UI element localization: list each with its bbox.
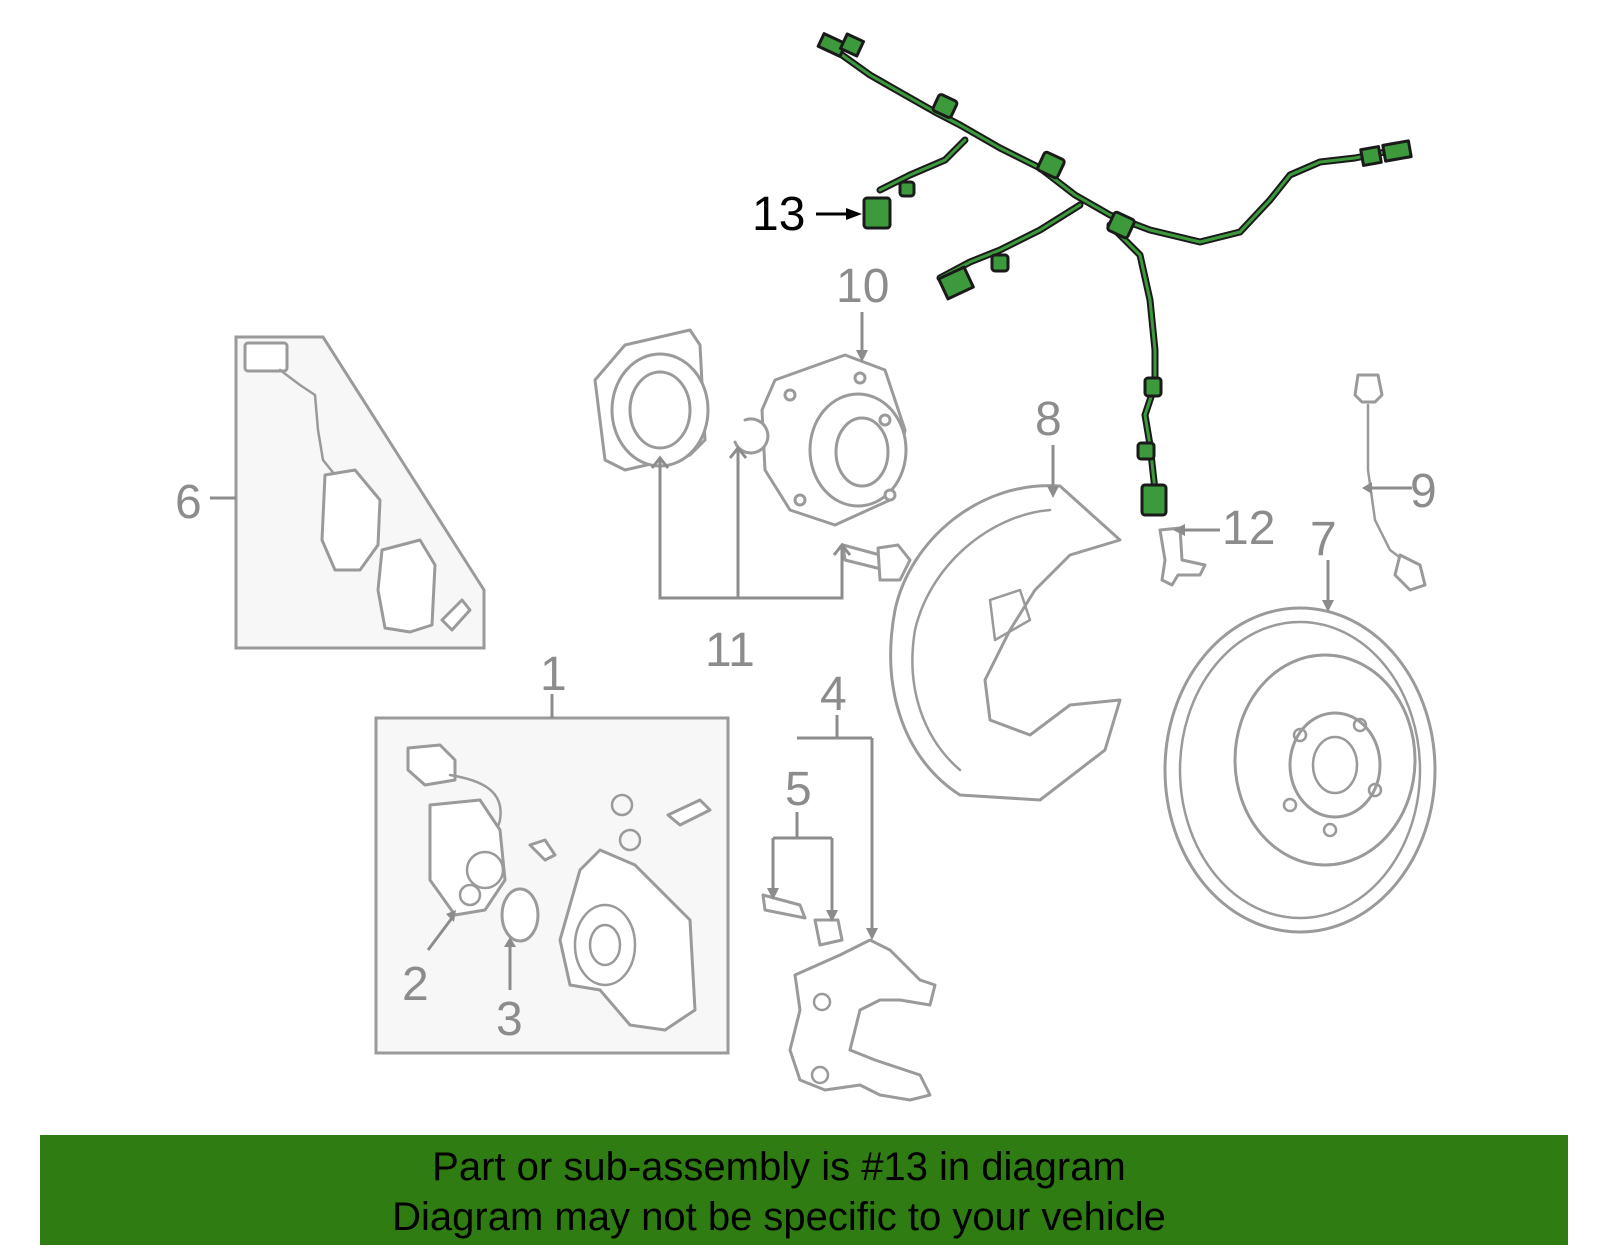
leader-arrowheads <box>446 350 1372 947</box>
wheel-hub-part-10[interactable] <box>593 328 908 527</box>
callout-6[interactable]: 6 <box>175 476 202 529</box>
banner-line-2: Diagram may not be specific to your vehi… <box>392 1195 1166 1239</box>
abs-sensor-part-12[interactable] <box>1158 526 1207 587</box>
callout-3[interactable]: 3 <box>496 993 523 1046</box>
wiring-harness-part-13[interactable] <box>816 32 1413 517</box>
leader-5 <box>771 812 834 912</box>
info-banner: Part or sub-assembly is #13 in diagram D… <box>40 1135 1568 1245</box>
callout-8[interactable]: 8 <box>1035 393 1062 446</box>
callout-12[interactable]: 12 <box>1222 502 1275 555</box>
brake-pad-set-part-6[interactable] <box>234 335 486 650</box>
callout-2[interactable]: 2 <box>402 958 429 1011</box>
callout-7[interactable]: 7 <box>1310 513 1337 566</box>
callout-4[interactable]: 4 <box>820 668 847 721</box>
brake-rotor-part-7[interactable] <box>1163 606 1437 934</box>
guide-pin-part-5[interactable] <box>761 893 844 947</box>
brake-hose-part-9[interactable] <box>1353 373 1427 592</box>
harness-connectors <box>816 32 1413 517</box>
connector-13 <box>862 196 892 230</box>
callout-11[interactable]: 11 <box>705 624 755 677</box>
callout-9[interactable]: 9 <box>1410 465 1437 518</box>
leader-11 <box>658 448 844 600</box>
callout-10[interactable]: 10 <box>836 260 889 313</box>
callout-1[interactable]: 1 <box>540 648 567 701</box>
callout-5[interactable]: 5 <box>785 763 812 816</box>
bolt-and-circlip-part-11[interactable] <box>733 417 912 582</box>
splash-shield-part-8[interactable] <box>889 484 1122 802</box>
banner-line-1: Part or sub-assembly is #13 in diagram <box>432 1145 1126 1189</box>
caliper-bracket-part-4[interactable] <box>788 938 937 1102</box>
caliper-assembly-part-1[interactable] <box>374 716 730 1055</box>
harness-cable <box>831 46 1399 494</box>
callout-13[interactable]: 13 <box>752 188 805 241</box>
leader-4 <box>797 715 874 930</box>
leader-2 <box>426 917 454 951</box>
